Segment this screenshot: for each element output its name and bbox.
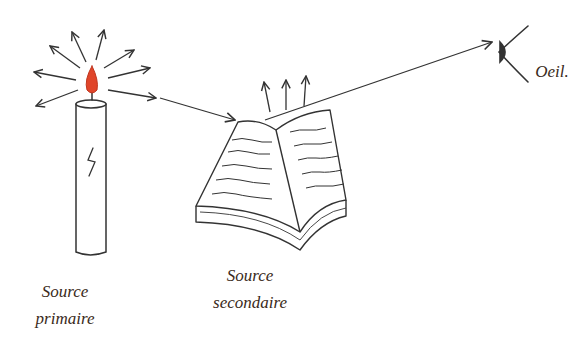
- source-label: Source secondaire: [205, 262, 295, 316]
- text-lines: [212, 128, 344, 199]
- light-rays: [34, 30, 156, 106]
- source-label: Source primaire: [20, 278, 110, 332]
- eye: [499, 26, 528, 82]
- secondary-source: Source secondaire: [205, 120, 345, 342]
- book: [196, 110, 346, 250]
- light-ray: [265, 42, 492, 120]
- primary-source: Source primaire: [20, 20, 160, 340]
- eye-node: Oeil.: [492, 20, 580, 88]
- source-label: Oeil.: [528, 58, 576, 85]
- candle: [76, 66, 106, 255]
- light-ray: [160, 98, 235, 120]
- reflected-rays: [264, 76, 306, 112]
